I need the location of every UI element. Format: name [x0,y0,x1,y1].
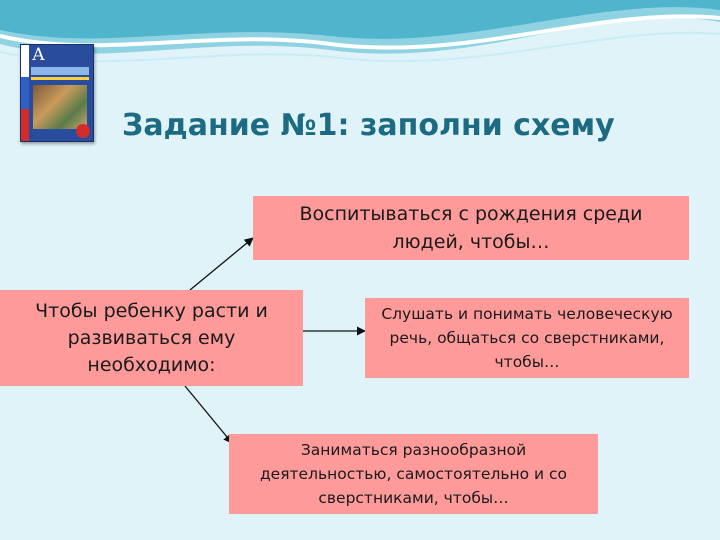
book-cover-letter: А [32,45,45,65]
diagram-target-box-1: Воспитываться с рождения среди людей, чт… [253,196,689,260]
decorative-waves [0,0,720,63]
diagram-source-box: Чтобы ребенку расти и развиваться ему не… [0,290,303,386]
book-cover-photo [33,85,87,129]
book-cover-band [31,67,89,75]
slide-title: Задание №1: заполни схему [122,108,615,143]
flag-strip [21,45,29,141]
diagram-target-box-2: Слушать и понимать человеческую речь, об… [365,298,689,378]
arrow-to-target-3 [184,385,233,444]
arrow-to-target-1 [189,237,254,291]
diagram-target-text-1: Воспитываться с рождения среди людей, чт… [299,203,643,253]
diagram-target-text-2: Слушать и понимать человеческую речь, об… [381,305,673,371]
book-cover-stripe [31,77,89,80]
diagram-target-box-3: Заниматься разнообразной деятельностью, … [229,434,598,514]
book-cover-icon: А [20,44,94,142]
diagram-source-text: Чтобы ребенку расти и развиваться ему не… [35,299,268,376]
book-cover-number-badge [76,124,90,138]
diagram-target-text-3: Заниматься разнообразной деятельностью, … [259,441,568,507]
